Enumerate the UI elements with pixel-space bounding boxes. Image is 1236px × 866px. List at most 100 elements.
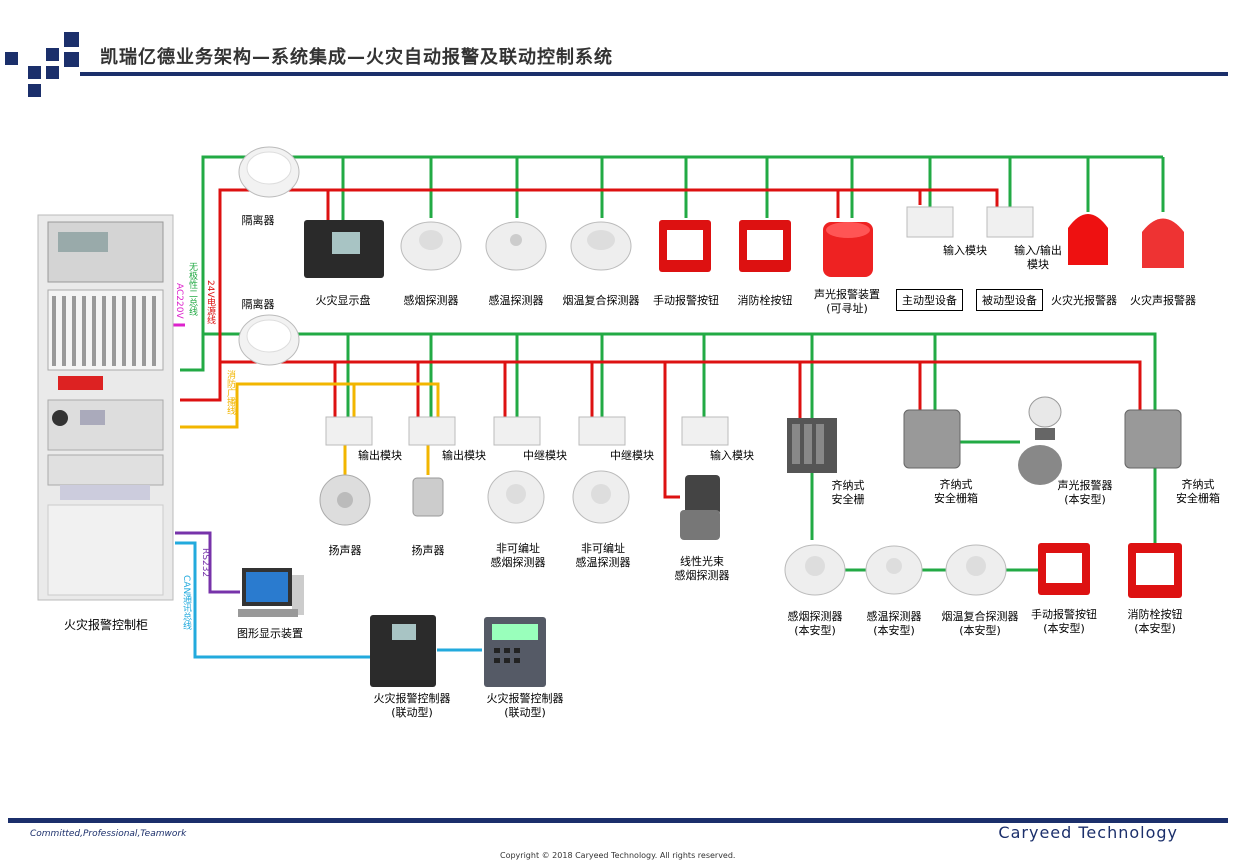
label-relay-module-1: 中继模块 [523,449,567,462]
sound-alarm-device[interactable] [1142,218,1184,269]
label-is-manual-2: (本安型) [1043,622,1085,635]
logo-squares [5,32,79,97]
wire-label-power: 24V电源线 [205,280,215,325]
label-na-smoke-2: 感烟探测器 [490,556,546,569]
wire-bus-mid [203,332,1157,410]
is-combo-device[interactable] [945,544,1007,596]
label-is-combo-1: 烟温复合探测器 [941,610,1019,623]
wire-broadcast [180,382,440,429]
is-smoke-device[interactable] [784,544,846,596]
label-is-smoke-1: 感烟探测器 [787,610,843,623]
is-sound-light-device[interactable] [1018,396,1062,485]
hydrant-button-device[interactable] [739,220,791,272]
label-is-sound-2: (本安型) [1064,493,1106,506]
label-graphic-display: 图形显示装置 [237,627,303,640]
label-input-module-top: 输入模块 [943,244,987,257]
relay-module-1-device[interactable] [493,416,541,446]
label-speaker-1: 扬声器 [328,544,362,557]
output-module-2-device[interactable] [408,416,456,446]
speaker-1-device[interactable] [319,474,371,526]
label-beam-1: 线性光束 [680,555,724,568]
input-module-top-device[interactable] [906,206,954,238]
label-barrier-box2-1: 齐纳式 [1181,478,1215,491]
label-isolator-mid: 隔离器 [241,298,275,311]
zener-barrier-device[interactable] [787,418,837,473]
label-linkage-1-1: 火灾报警控制器 [373,692,451,705]
wire-label-bus: 无极性二总线 [187,262,197,316]
label-is-hydrant-1: 消防栓按钮 [1127,608,1183,621]
output-module-1-device[interactable] [325,416,373,446]
label-combo-detector: 烟温复合探测器 [562,294,640,307]
label-display-panel: 火灾显示盘 [315,294,371,307]
label-smoke-detector: 感烟探测器 [403,294,459,307]
input-module-mid-device[interactable] [681,416,729,446]
label-cabinet: 火灾报警控制柜 [63,618,149,632]
wire-can [175,541,370,659]
label-is-smoke-2: (本安型) [794,624,836,637]
footer-rule [8,818,1228,823]
relay-module-2-device[interactable] [578,416,626,446]
label-is-hydrant-2: (本安型) [1134,622,1176,635]
wire-label-broadcast: 消防广播线 [225,370,235,415]
wire-power-top [180,188,999,402]
graphic-display-device[interactable] [238,568,304,617]
isolator-mid[interactable] [238,314,300,366]
manual-button-device[interactable] [659,220,711,272]
combo-detector-device[interactable] [570,221,632,271]
label-io-module-1: 输入/输出 [1014,244,1062,257]
speaker-2-device[interactable] [412,477,444,517]
na-heat-device[interactable] [572,470,630,524]
beam-detector-device[interactable] [680,475,720,540]
label-na-smoke-1: 非可编址 [496,542,540,555]
label-output-module-2: 输出模块 [442,449,486,462]
label-speaker-2: 扬声器 [411,544,445,557]
footer-tagline: Committed,Professional,Teamwork [30,829,187,839]
wire-power-mid [220,360,1142,410]
label-io-module-2: 模块 [1027,258,1049,271]
label-is-sound-1: 声光报警器 [1057,479,1113,492]
wire-bus-top [180,155,1163,372]
sound-light-device[interactable] [823,222,873,277]
io-module-device[interactable] [986,206,1034,238]
label-beam-2: 感烟探测器 [674,569,730,582]
passive-device-box: 被动型设备 [976,289,1043,311]
fire-alarm-cabinet[interactable] [37,214,174,601]
wire-label-rs232: RS232 [200,548,210,578]
barrier-box-2-device[interactable] [1124,409,1182,469]
label-input-module-mid: 输入模块 [710,449,754,462]
is-hydrant-device[interactable] [1128,543,1182,598]
label-output-module-1: 输出模块 [358,449,402,462]
label-heat-detector: 感温探测器 [488,294,544,307]
label-sound-alarm: 火灾声报警器 [1130,294,1196,307]
linkage-panel-1-device[interactable] [370,615,436,687]
label-isolator-top: 隔离器 [241,214,275,227]
footer-copyright: Copyright © 2018 Caryeed Technology. All… [500,851,736,860]
label-barrier-1: 齐纳式 [831,479,865,492]
isolator-top[interactable] [238,146,300,198]
label-barrier-2: 安全栅 [831,493,865,506]
na-smoke-device[interactable] [487,470,545,524]
page-title: 凯瑞亿德业务架构—系统集成—火灾自动报警及联动控制系统 [100,47,613,68]
smoke-detector-device[interactable] [400,221,462,271]
heat-detector-device[interactable] [485,221,547,271]
wire-label-can: CAN通讯总线 [181,575,191,631]
light-alarm-device[interactable] [1068,214,1108,265]
wire-rs232 [175,531,240,594]
display-panel-device[interactable] [304,220,384,278]
label-hydrant-button: 消防栓按钮 [737,294,793,307]
barrier-box-1-device[interactable] [903,409,961,469]
label-barrier-box1-2: 安全栅箱 [934,492,978,505]
label-sound-light-2: (可寻址) [826,302,868,315]
footer-brand: Caryeed Technology [998,823,1178,842]
label-linkage-2-1: 火灾报警控制器 [486,692,564,705]
label-barrier-box2-2: 安全栅箱 [1176,492,1220,505]
is-heat-device[interactable] [865,545,923,595]
linkage-panel-2-device[interactable] [484,617,546,687]
label-linkage-1-2: (联动型) [391,706,433,719]
is-manual-device[interactable] [1038,543,1090,595]
label-light-alarm: 火灾光报警器 [1051,294,1117,307]
label-na-heat-2: 感温探测器 [575,556,631,569]
label-manual-button: 手动报警按钮 [653,294,719,307]
